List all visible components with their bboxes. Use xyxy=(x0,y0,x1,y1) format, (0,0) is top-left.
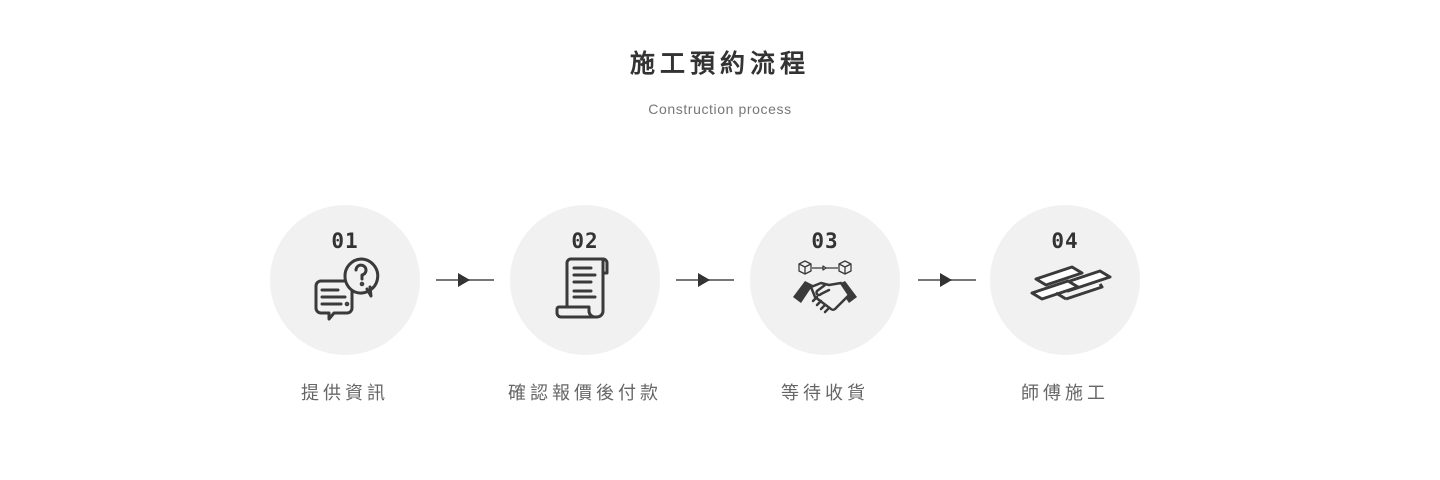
page-subtitle: Construction process xyxy=(648,101,792,117)
step-number: 02 xyxy=(571,229,599,253)
step-label: 等待收貨 xyxy=(781,383,869,404)
step-circle: 03 xyxy=(750,205,900,355)
step-number: 01 xyxy=(331,229,359,253)
arrow-connector-3 xyxy=(918,273,976,287)
step-circle: 04 xyxy=(990,205,1140,355)
page-title: 施工預約流程 xyxy=(629,49,810,78)
handshake-delivery-icon xyxy=(793,260,857,314)
step-number: 03 xyxy=(811,229,839,253)
process-step-3: 03 等待收貨 xyxy=(750,205,900,404)
arrow-connector-2 xyxy=(676,273,734,287)
step-number: 04 xyxy=(1051,229,1079,253)
arrow-head-icon xyxy=(458,273,470,287)
arrow-connector-1 xyxy=(436,273,494,287)
step-label: 確認報價後付款 xyxy=(508,383,662,404)
step-label: 師傅施工 xyxy=(1021,383,1109,404)
step-circle: 01 xyxy=(270,205,420,355)
process-step-1: 01 提供資訊 xyxy=(270,205,420,404)
chat-question-icon xyxy=(314,257,380,321)
step-circle: 02 xyxy=(510,205,660,355)
scroll-document-icon xyxy=(555,257,609,319)
process-step-4: 04 師傅施工 xyxy=(990,205,1140,404)
step-label: 提供資訊 xyxy=(301,383,389,404)
arrow-head-icon xyxy=(940,273,952,287)
floor-tiles-icon xyxy=(1030,265,1112,301)
arrow-head-icon xyxy=(698,273,710,287)
process-step-2: 02 確認報價後付款 xyxy=(508,205,660,404)
